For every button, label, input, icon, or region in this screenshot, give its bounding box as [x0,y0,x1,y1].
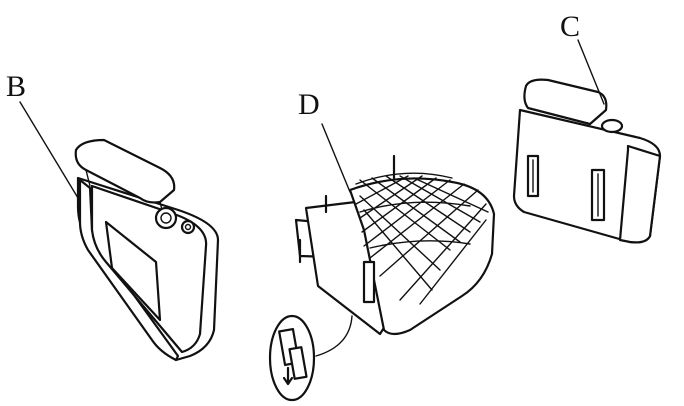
component-d-pocket [348,177,496,336]
component-d-bracket [362,260,376,304]
callout-label-c: C [560,10,580,43]
detail-inset [268,314,316,402]
component-c [512,78,662,244]
component-b-armrest [74,138,176,204]
component-b-button-large [154,206,178,230]
component-b-window [104,220,162,322]
leader-line-c [577,39,605,105]
detail-arrow-icon [282,366,294,386]
component-d-net [355,172,489,305]
callout-label-d: D [298,88,320,121]
callout-label-b: B [6,70,26,103]
leader-line-d [321,123,351,193]
component-c-armrest [523,78,608,126]
detail-pointer [315,315,353,357]
component-b [74,138,220,362]
detail-inset-circle [268,314,316,402]
component-c-button [600,118,624,134]
component-b-button-small [180,219,196,235]
component-d [294,154,496,336]
leader-line-b [19,101,79,199]
